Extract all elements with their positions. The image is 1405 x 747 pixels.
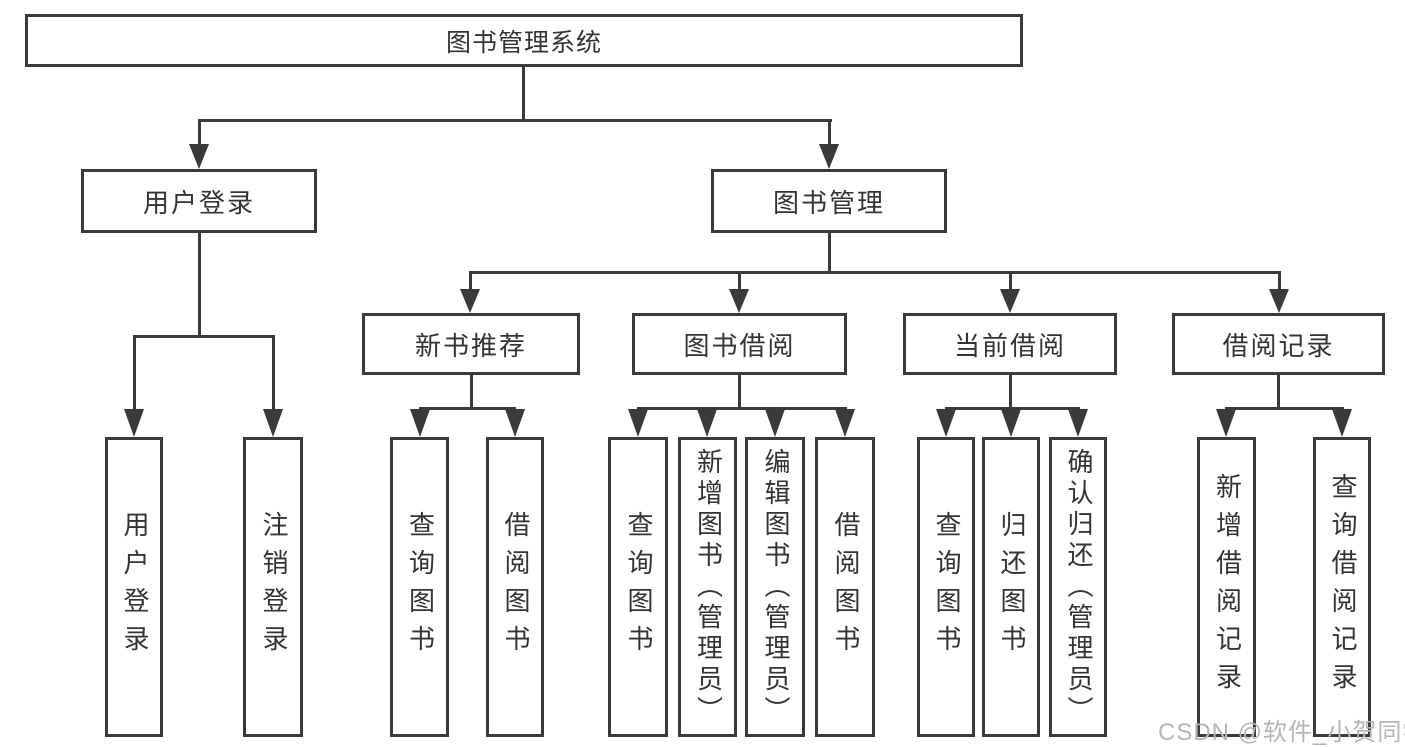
node-book-borrow: 图书借阅 — [632, 313, 847, 375]
arrow-down-icon — [410, 409, 430, 437]
leaf-recommend-borrow-book: 借阅图书 — [486, 437, 544, 737]
connector-line — [1009, 375, 1012, 409]
connector-line — [133, 335, 136, 411]
arrow-down-icon — [1001, 409, 1021, 437]
arrow-down-icon — [1332, 409, 1352, 437]
node-label: 借阅记录 — [1222, 330, 1335, 361]
connector-line — [828, 233, 831, 274]
node-label: 归还图书 — [996, 511, 1027, 663]
arrow-down-icon — [1068, 409, 1088, 437]
connector-line — [1277, 375, 1280, 409]
node-label: 查询图书 — [931, 511, 962, 663]
leaf-borrow-book: 借阅图书 — [815, 437, 875, 737]
arrow-down-icon — [505, 409, 525, 437]
arrow-down-icon — [263, 409, 283, 437]
node-label: 新增图书（管理员） — [693, 447, 724, 727]
leaf-user-login: 用户登录 — [105, 437, 163, 737]
watermark: CSDN @软件_小贺同学 — [1158, 719, 1405, 746]
node-label: 当前借阅 — [953, 330, 1066, 361]
connector-line — [945, 407, 1080, 410]
leaf-current-query-book: 查询图书 — [917, 437, 975, 737]
leaf-confirm-return-admin: 确认归还（管理员） — [1049, 437, 1107, 737]
arrow-down-icon — [1216, 409, 1236, 437]
connector-line — [738, 271, 741, 290]
connector-line — [738, 375, 741, 409]
connector-line — [522, 67, 525, 121]
leaf-logout: 注销登录 — [243, 437, 303, 737]
node-label: 新增借阅记录 — [1212, 473, 1243, 701]
leaf-query-borrow-record: 查询借阅记录 — [1313, 437, 1371, 737]
arrow-down-icon — [628, 409, 648, 437]
leaf-add-borrow-record: 新增借阅记录 — [1197, 437, 1256, 737]
arrow-down-icon — [460, 289, 480, 313]
connector-line — [1009, 271, 1012, 290]
arrow-down-icon — [124, 409, 144, 437]
connector-line — [133, 335, 275, 338]
node-new-book-recommend: 新书推荐 — [362, 313, 580, 375]
leaf-edit-book-admin: 编辑图书（管理员） — [745, 437, 805, 737]
connector-line — [272, 335, 275, 411]
connector-line — [1225, 407, 1344, 410]
node-book-management: 图书管理 — [711, 169, 947, 233]
arrow-down-icon — [936, 409, 956, 437]
node-label: 借阅图书 — [830, 511, 861, 663]
node-borrow-records: 借阅记录 — [1172, 313, 1385, 375]
arrow-down-icon — [1000, 289, 1020, 313]
connector-line — [1278, 271, 1281, 290]
node-label: 注销登录 — [258, 511, 289, 663]
node-label: 查询图书 — [405, 511, 436, 663]
node-current-borrow: 当前借阅 — [903, 313, 1117, 375]
arrow-down-icon — [1269, 289, 1289, 313]
node-root: 图书管理系统 — [25, 14, 1023, 67]
connector-line — [469, 271, 1281, 274]
node-label: 用户登录 — [142, 187, 255, 218]
connector-line — [828, 119, 831, 147]
node-label: 查询图书 — [623, 511, 654, 663]
node-label: 编辑图书（管理员） — [760, 447, 791, 727]
connector-line — [198, 119, 832, 122]
leaf-return-book: 归还图书 — [982, 437, 1040, 737]
node-label: 查询借阅记录 — [1327, 473, 1358, 701]
node-label: 确认归还（管理员） — [1063, 447, 1094, 727]
leaf-recommend-query-book: 查询图书 — [390, 437, 449, 737]
node-label: 图书借阅 — [683, 330, 796, 361]
node-user-login: 用户登录 — [81, 169, 317, 233]
connector-line — [470, 375, 473, 409]
leaf-add-book-admin: 新增图书（管理员） — [678, 437, 737, 737]
node-label: 用户登录 — [119, 511, 150, 663]
arrow-down-icon — [697, 409, 717, 437]
arrow-down-icon — [729, 289, 749, 313]
node-label: 新书推荐 — [414, 330, 527, 361]
node-label: 借阅图书 — [500, 511, 531, 663]
connector-line — [637, 407, 847, 410]
arrow-down-icon — [189, 144, 209, 169]
connector-line — [198, 233, 201, 337]
connector-line — [469, 271, 472, 290]
node-label: 图书管理 — [772, 187, 885, 218]
leaf-borrow-query-book: 查询图书 — [608, 437, 668, 737]
node-label: 图书管理系统 — [445, 28, 602, 57]
connector-line — [419, 407, 516, 410]
arrow-down-icon — [765, 409, 785, 437]
arrow-down-icon — [819, 144, 839, 169]
connector-line — [198, 119, 201, 147]
arrow-down-icon — [835, 409, 855, 437]
